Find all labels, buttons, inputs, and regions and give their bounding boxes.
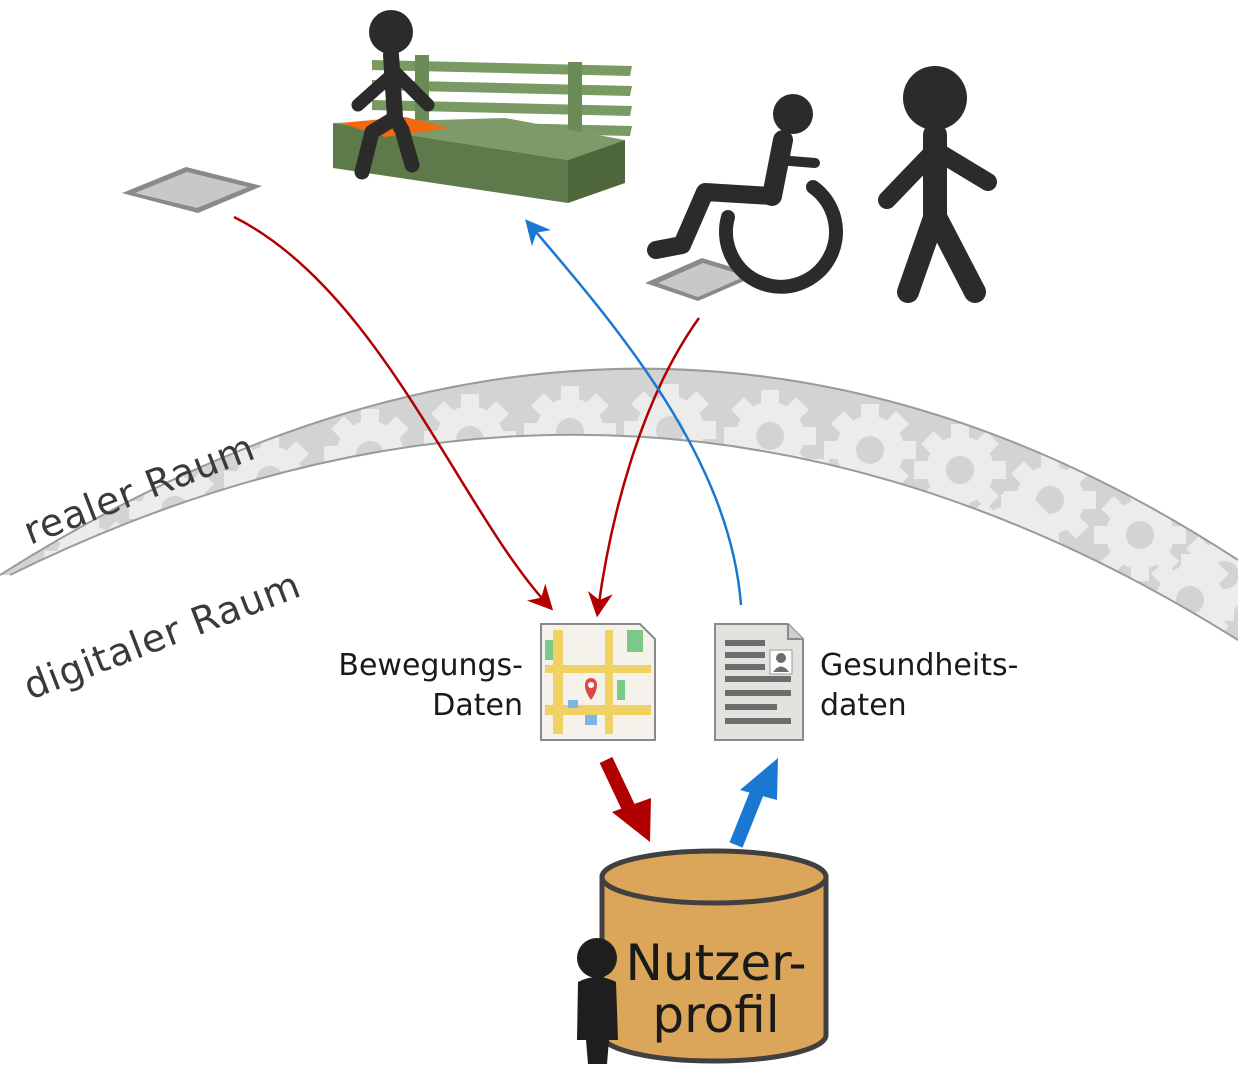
movement-data-label-line1: Bewegungs-: [338, 648, 523, 683]
movement-data-label-line2: Daten: [432, 688, 523, 723]
walking-person-icon: [878, 66, 997, 303]
sensor-to-movement-data-arrow: [233, 215, 554, 611]
health-data-label-line2: daten: [820, 688, 907, 723]
digital-space-label: digitaler Raum: [17, 562, 306, 708]
health-record-document-icon: [714, 623, 804, 741]
health-data-label-line1: Gesundheits-: [820, 648, 1018, 683]
health-data-to-bench-arrow: [525, 219, 743, 606]
profile-to-health-data-arrow: [729, 758, 778, 848]
sitting-person-icon: [351, 10, 435, 180]
wheelchair-user-icon: [647, 94, 843, 294]
user-silhouette-icon: [577, 938, 618, 1064]
space-boundary-band: [0, 367, 1238, 641]
pressure-sensor-icon: [122, 167, 262, 213]
real-space-boundary-line: [0, 367, 1238, 576]
user-profile-label-line1: Nutzer-: [625, 934, 806, 992]
digital-space-boundary-line: [9, 433, 1238, 641]
map-document-icon: [540, 623, 656, 741]
movement-data-to-profile-arrow: [599, 757, 651, 842]
wheelchair-sensor-to-movement-data-arrow: [587, 317, 701, 618]
user-profile-label-line2: profil: [652, 986, 779, 1044]
pressure-sensor-icon: [645, 258, 758, 301]
database-cylinder-icon: [599, 848, 829, 1064]
